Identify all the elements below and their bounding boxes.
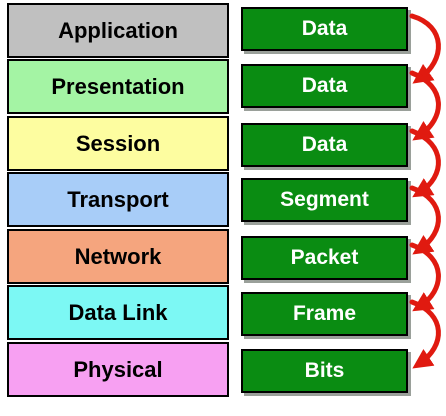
pdu-data-link: Frame [241,292,408,336]
layer-physical: Physical [7,342,229,397]
pdu-session: Data [241,123,408,167]
arrow-3 [409,128,441,198]
arrow-4 [409,185,441,255]
layer-presentation: Presentation [7,59,229,114]
layer-data-link: Data Link [7,285,229,340]
arrow-2 [409,70,441,141]
pdu-transport: Segment [241,178,408,222]
pdu-physical: Bits [241,349,408,393]
pdu-network: Packet [241,236,408,280]
arrow-1 [409,13,441,84]
layer-application: Application [7,3,229,58]
pdu-application: Data [241,7,408,51]
layer-session: Session [7,116,229,171]
pdu-presentation: Data [241,64,408,108]
layer-network: Network [7,229,229,284]
arrow-5 [409,242,441,312]
layer-transport: Transport [7,172,229,227]
arrow-6 [409,299,441,369]
